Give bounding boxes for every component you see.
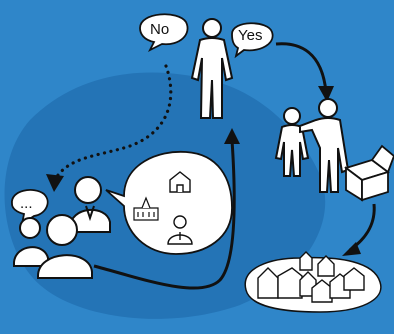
arrow-to-village <box>342 203 376 256</box>
yes-label: Yes <box>238 27 262 44</box>
house-icon <box>169 171 191 193</box>
arrow-no-to-group <box>46 64 173 192</box>
receiving-person <box>299 98 350 193</box>
arrow-yes-to-helpers <box>275 42 334 102</box>
no-bubble: No <box>139 13 189 53</box>
person-icon <box>167 215 193 245</box>
village-icon <box>244 251 382 313</box>
school-icon <box>133 196 159 221</box>
helper-person <box>274 107 310 177</box>
deciding-person <box>190 18 234 119</box>
box-icon <box>344 144 394 202</box>
yes-bubble: Yes <box>231 22 274 59</box>
ellipsis-label: ... <box>20 195 33 212</box>
group-person <box>13 176 111 279</box>
no-label: No <box>150 21 169 38</box>
thought-bubble <box>105 150 233 255</box>
arrow-group-to-person <box>93 128 240 290</box>
ellipsis-bubble: ... <box>11 189 49 226</box>
